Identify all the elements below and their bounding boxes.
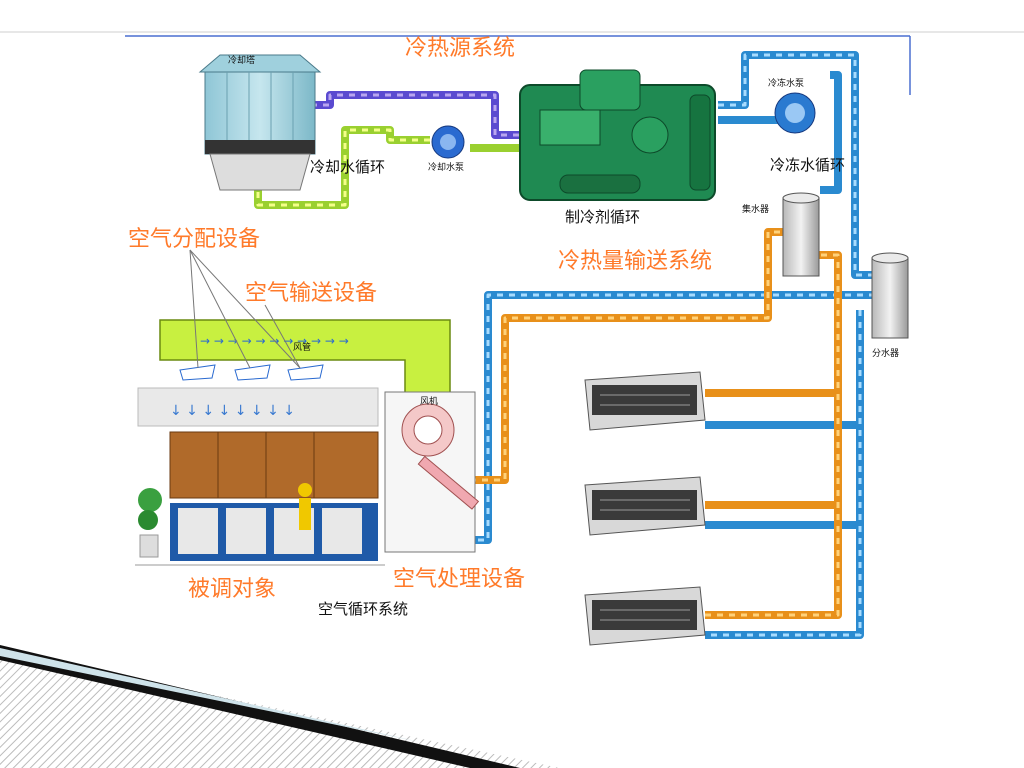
label-chilled-water-loop: 冷冻水循环	[770, 156, 845, 174]
air-supply-duct: → → → → → → → → → → → 风管	[159, 319, 451, 396]
water-distributor: 分水器	[871, 252, 909, 359]
air-handling-unit: 风机	[384, 391, 480, 553]
label-refrigerant-loop: 制冷剂循环	[565, 208, 640, 226]
air-diffuser	[234, 364, 271, 381]
svg-text:↓ ↓ ↓ ↓ ↓ ↓ ↓ ↓: ↓ ↓ ↓ ↓ ↓ ↓ ↓ ↓	[170, 403, 295, 419]
ahu-fan-label: 风机	[420, 395, 438, 407]
return-water-pipes	[470, 228, 842, 619]
fan-coil-unit	[584, 586, 706, 646]
cooling-water-pump: 冷却水泵	[428, 125, 465, 173]
air-diffuser	[179, 364, 216, 381]
label-air-transport: 空气输送设备	[245, 281, 377, 306]
label-air-handling: 空气处理设备	[393, 567, 525, 592]
chilled-pump-label: 冷冻水泵	[768, 77, 804, 89]
cooling-tower-label: 冷却塔	[228, 54, 255, 66]
cooling-pump-label: 冷却水泵	[428, 161, 464, 173]
label-cold-heat-source: 冷热源系统	[405, 36, 515, 61]
person-figure	[298, 483, 312, 530]
chilled-water-pump: 冷冻水泵	[768, 77, 816, 134]
chiller-unit	[519, 69, 716, 201]
water-collector: 集水器	[742, 192, 820, 277]
leader-lines	[189, 249, 301, 369]
label-cooling-water-loop: 冷却水循环	[310, 158, 385, 176]
decorative-wedge	[0, 645, 560, 768]
fan-coil-units	[584, 371, 706, 646]
label-cold-heat-transport: 冷热量输送系统	[558, 249, 712, 274]
fan-coil-unit	[584, 371, 706, 431]
distributor-label: 分水器	[872, 347, 899, 359]
collector-label: 集水器	[742, 203, 769, 215]
potted-plant	[138, 488, 162, 558]
air-diffuser	[287, 364, 324, 381]
label-conditioned-object: 被调对象	[188, 577, 276, 602]
cooling-tower: 冷却塔	[198, 54, 322, 191]
conditioned-room: ↓ ↓ ↓ ↓ ↓ ↓ ↓ ↓	[135, 387, 385, 566]
label-air-distribution: 空气分配设备	[128, 227, 260, 252]
fan-coil-unit	[584, 476, 706, 536]
label-air-circulation: 空气循环系统	[318, 600, 408, 618]
chilled-water-pipes	[470, 51, 875, 639]
duct-fan-label: 风管	[293, 341, 311, 353]
